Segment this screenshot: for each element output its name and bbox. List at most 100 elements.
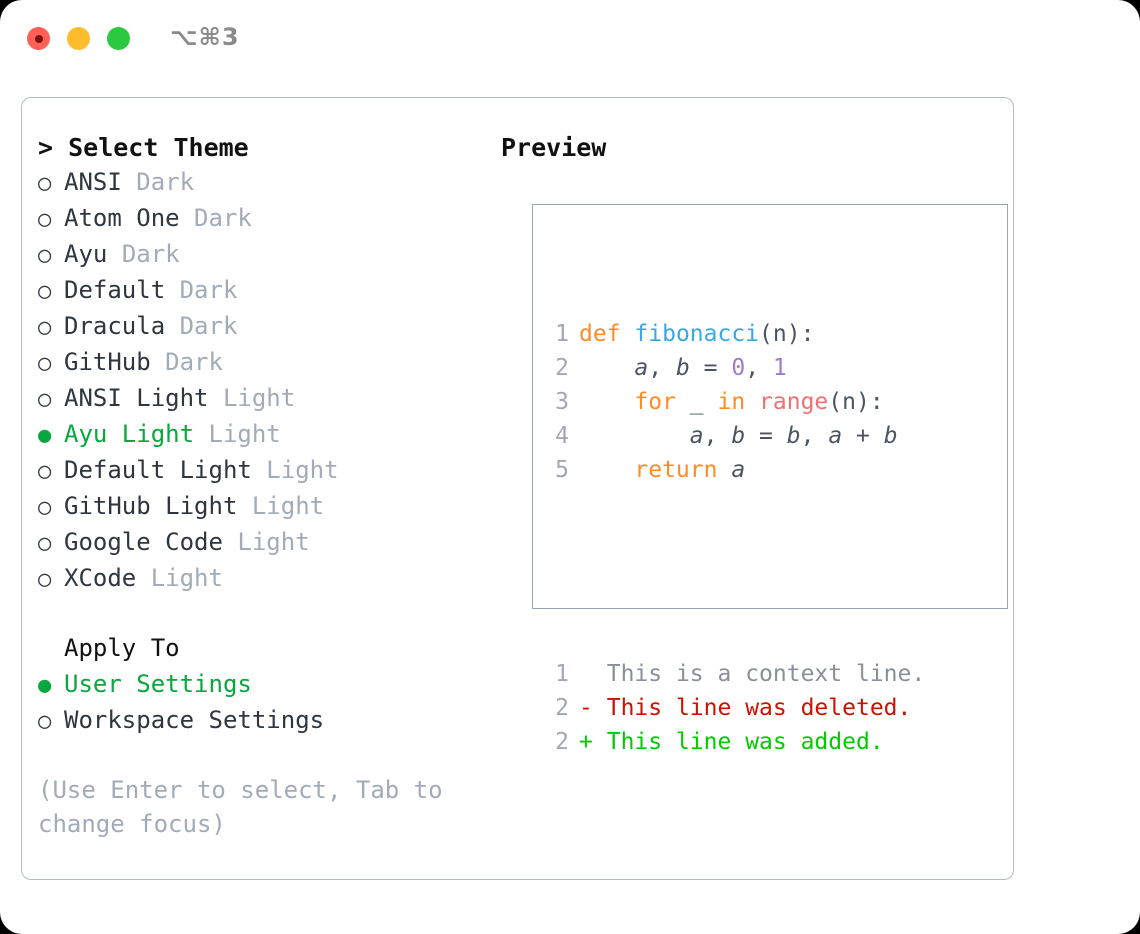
- preview-heading: Preview: [501, 133, 607, 162]
- theme-option-badge: Light: [266, 456, 339, 484]
- space: [223, 525, 237, 559]
- theme-option-label: Default Light: [64, 456, 252, 484]
- theme-selector-panel: > Select Theme ○ANSI Dark○Atom One Dark○…: [21, 97, 1014, 880]
- space: [165, 273, 179, 307]
- code-token: [579, 355, 634, 381]
- space: [593, 725, 607, 759]
- line-number: 4: [555, 423, 569, 449]
- close-button[interactable]: [27, 27, 50, 50]
- diff-line: 2- This line was deleted.: [545, 691, 925, 725]
- code-token: [579, 389, 634, 415]
- line-number: 1: [555, 661, 569, 687]
- radio-selected-icon: ●: [38, 423, 52, 448]
- space: [107, 237, 121, 271]
- line-number: 1: [555, 321, 569, 347]
- theme-option-default-light[interactable]: ○Default Light Light: [38, 453, 498, 489]
- theme-option-badge: Dark: [121, 240, 180, 268]
- apply-to-list: ●User Settings○Workspace Settings: [38, 667, 498, 739]
- radio-unselected-icon: ○: [38, 495, 52, 520]
- space: [180, 201, 194, 235]
- minimize-button[interactable]: [67, 27, 90, 50]
- space: [122, 165, 136, 199]
- code-line-text: a, b = b, a + b: [579, 419, 898, 453]
- apply-to-option-workspace-settings[interactable]: ○Workspace Settings: [38, 703, 498, 739]
- theme-option-label: Default: [64, 276, 166, 304]
- theme-option-github-light[interactable]: ○GitHub Light Light: [38, 489, 498, 525]
- line-number: 2: [555, 729, 569, 755]
- code-token: [717, 457, 731, 483]
- code-token: ,: [800, 423, 829, 449]
- code-token: range: [759, 389, 829, 415]
- code-token: ,: [703, 423, 732, 449]
- code-token: [579, 423, 690, 449]
- maximize-button[interactable]: [107, 27, 130, 50]
- radio-unselected-icon: ○: [38, 387, 52, 412]
- code-token: [621, 321, 635, 347]
- theme-option-badge: Dark: [136, 168, 195, 196]
- line-number: 3: [555, 389, 569, 415]
- radio-unselected-icon: ○: [38, 171, 52, 196]
- theme-option-default[interactable]: ○Default Dark: [38, 273, 498, 309]
- theme-option-label: Dracula: [64, 312, 166, 340]
- code-token: a: [689, 423, 704, 449]
- theme-option-ansi-light[interactable]: ○ANSI Light Light: [38, 381, 498, 417]
- code-token: (n):: [828, 389, 884, 415]
- diff-line-text: This line was deleted.: [606, 695, 912, 721]
- code-line: 4 a, b = b, a + b: [545, 419, 925, 453]
- theme-option-badge: Dark: [165, 348, 223, 376]
- apply-to-option-user-settings[interactable]: ●User Settings: [38, 667, 498, 703]
- code-token: (n):: [759, 321, 815, 347]
- theme-option-dracula[interactable]: ○Dracula Dark: [38, 309, 498, 345]
- diff-line-text: This line was added.: [606, 729, 884, 755]
- theme-option-label: XCode: [64, 564, 137, 592]
- theme-option-label: Ayu Light: [64, 420, 195, 448]
- code-token: in: [717, 389, 746, 415]
- theme-option-ayu-light[interactable]: ● Ayu Light Light: [38, 417, 498, 453]
- theme-list: ○ANSI Dark○Atom One Dark○Ayu Dark○Defaul…: [38, 165, 498, 597]
- keyboard-shortcut-label: ⌥⌘3: [170, 23, 240, 51]
- code-token: a: [634, 355, 649, 381]
- radio-unselected-icon: ○: [38, 709, 52, 734]
- radio-unselected-icon: ○: [38, 279, 52, 304]
- theme-list-column: > Select Theme ○ANSI Dark○Atom One Dark○…: [38, 131, 498, 841]
- code-line: 2 a, b = 0, 1: [545, 351, 925, 385]
- code-token: 0: [731, 355, 746, 381]
- code-line: 3 for _ in range(n):: [545, 385, 925, 419]
- diff-sign: -: [579, 695, 593, 721]
- theme-option-xcode[interactable]: ○XCode Light: [38, 561, 498, 597]
- radio-unselected-icon: ○: [38, 207, 52, 232]
- theme-option-label: ANSI: [64, 168, 122, 196]
- space: [194, 417, 208, 451]
- theme-option-badge: Light: [208, 420, 281, 448]
- space: [593, 657, 607, 691]
- space: [209, 381, 223, 415]
- theme-option-badge: Light: [251, 492, 325, 520]
- diff-line-text: This is a context line.: [606, 661, 926, 687]
- line-number: 2: [555, 355, 569, 381]
- diff-line: 2+ This line was added.: [545, 725, 925, 759]
- code-token: [579, 457, 634, 483]
- code-line-text: for _ in range(n):: [579, 385, 884, 419]
- keyboard-hint: (Use Enter to select, Tab to change focu…: [38, 776, 443, 838]
- diff-line: 1 This is a context line.: [545, 657, 925, 691]
- theme-option-label: ANSI Light: [64, 384, 209, 412]
- code-token: 1: [772, 355, 787, 381]
- code-token: b: [883, 423, 898, 449]
- code-token: b: [731, 423, 746, 449]
- code-token: ,: [648, 355, 676, 381]
- theme-option-ansi[interactable]: ○ ANSI Dark: [38, 165, 498, 201]
- theme-option-badge: Light: [237, 528, 310, 556]
- line-number: 2: [555, 695, 569, 721]
- theme-option-label: Atom One: [64, 204, 180, 232]
- space: [252, 453, 266, 487]
- code-token: +: [842, 423, 884, 449]
- theme-option-google-code[interactable]: ○Google Code Light: [38, 525, 498, 561]
- code-line-text: a, b = 0, 1: [579, 351, 787, 385]
- theme-option-ayu[interactable]: ○Ayu Dark: [38, 237, 498, 273]
- code-token: a: [828, 423, 843, 449]
- theme-option-atom-one[interactable]: ○Atom One Dark: [38, 201, 498, 237]
- theme-option-badge: Dark: [179, 312, 238, 340]
- code-line-text: def fibonacci(n):: [579, 317, 814, 351]
- theme-option-github[interactable]: ○GitHub Dark: [38, 345, 498, 381]
